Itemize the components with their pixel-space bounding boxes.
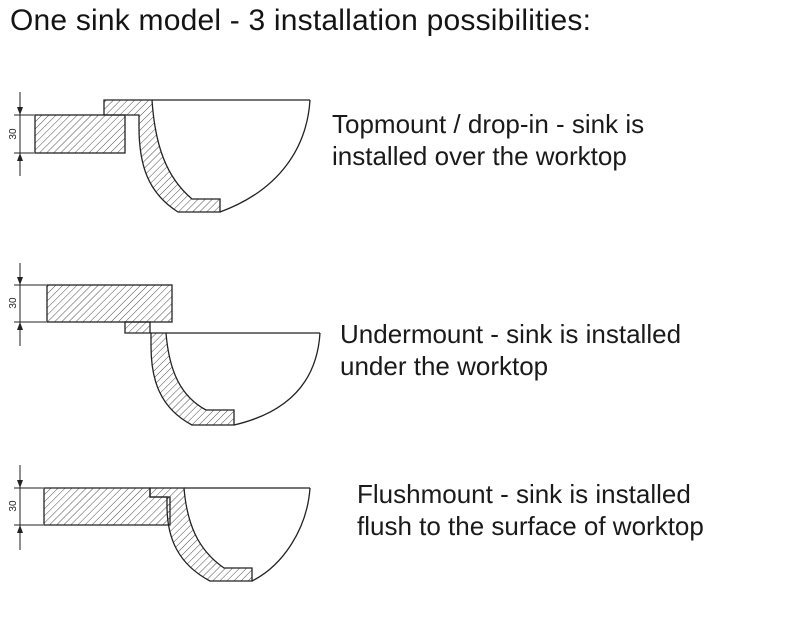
- dimension-label: 30: [8, 128, 19, 140]
- topmount-description: Topmount / drop-in - sink is installed o…: [332, 108, 644, 172]
- dimension-label: 30: [8, 297, 19, 309]
- description-line: Topmount / drop-in - sink is: [332, 109, 645, 139]
- sink-wall-cross-section: [124, 321, 235, 426]
- bowl-arc: [233, 332, 321, 426]
- description-line: Flushmount - sink is installed: [357, 479, 691, 509]
- dimension-30: [14, 263, 46, 346]
- dimension-30: [14, 92, 34, 176]
- undermount-description: Undermount - sink is installed under the…: [340, 318, 681, 382]
- description-line: installed over the worktop: [332, 141, 627, 171]
- description-line: under the worktop: [340, 351, 549, 381]
- flushmount-description: Flushmount - sink is installed flush to …: [357, 478, 704, 542]
- bowl-arc: [219, 99, 311, 213]
- sink-wall-cross-section: [103, 99, 221, 213]
- worktop-cross-section: [34, 114, 126, 154]
- description-line: Undermount - sink is installed: [340, 319, 682, 349]
- topmount-drawing: 30: [8, 92, 311, 213]
- description-line: flush to the surface of worktop: [357, 511, 704, 541]
- dimension-30: [14, 465, 43, 550]
- dimension-label: 30: [8, 500, 19, 512]
- flushmount-drawing: 30: [8, 465, 311, 582]
- page-title: One sink model - 3 installation possibil…: [10, 4, 592, 37]
- worktop-cross-section: [46, 284, 173, 323]
- sink-wall-cross-section: [149, 487, 253, 582]
- undermount-drawing: 30: [8, 263, 321, 426]
- bowl-arc: [251, 487, 311, 582]
